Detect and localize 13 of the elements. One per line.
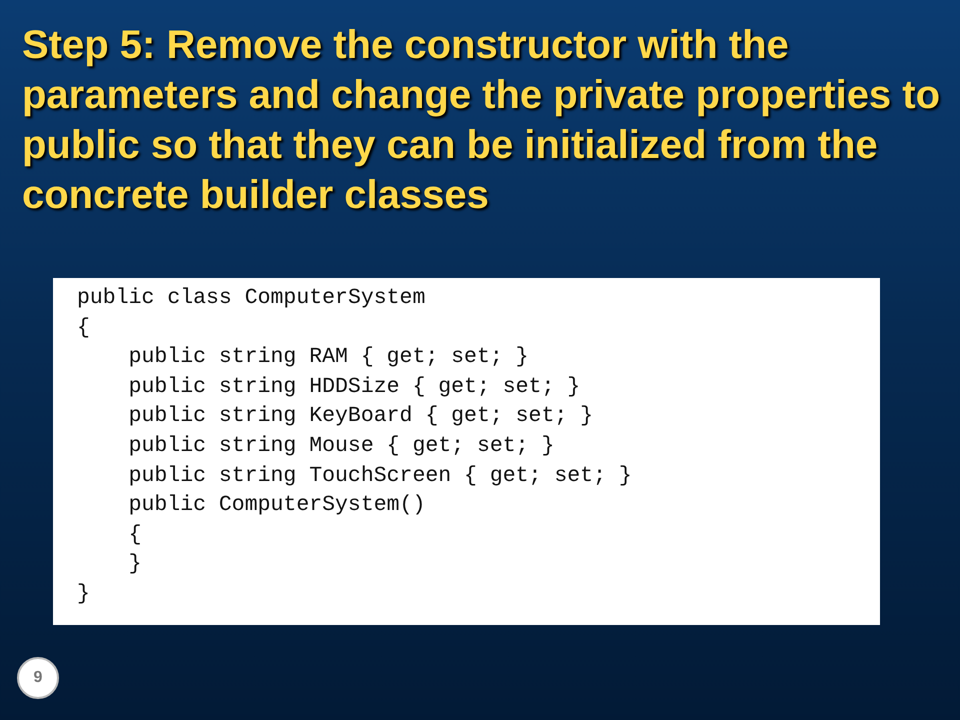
- code-line: }: [77, 581, 90, 607]
- code-line: {: [128, 522, 142, 548]
- code-line: public string Mouse { get; set; }: [128, 433, 554, 459]
- code-line: public class ComputerSystem: [77, 285, 426, 311]
- code-line: public string KeyBoard { get; set; }: [128, 403, 594, 430]
- code-line: public string TouchScreen { get; set; }: [128, 462, 632, 489]
- page-number: 9: [17, 657, 59, 699]
- slide-title: Step 5: Remove the constructor with the parameters and change the private properties to public so that they can be initialized from the concrete builder classes: [22, 22, 942, 219]
- code-line: public ComputerSystem(): [128, 492, 426, 518]
- code-line: }: [128, 551, 142, 578]
- code-line: {: [77, 314, 90, 341]
- code-line: public string RAM { get; set; }: [128, 344, 529, 370]
- code-line: public string HDDSize { get; set; }: [128, 374, 580, 400]
